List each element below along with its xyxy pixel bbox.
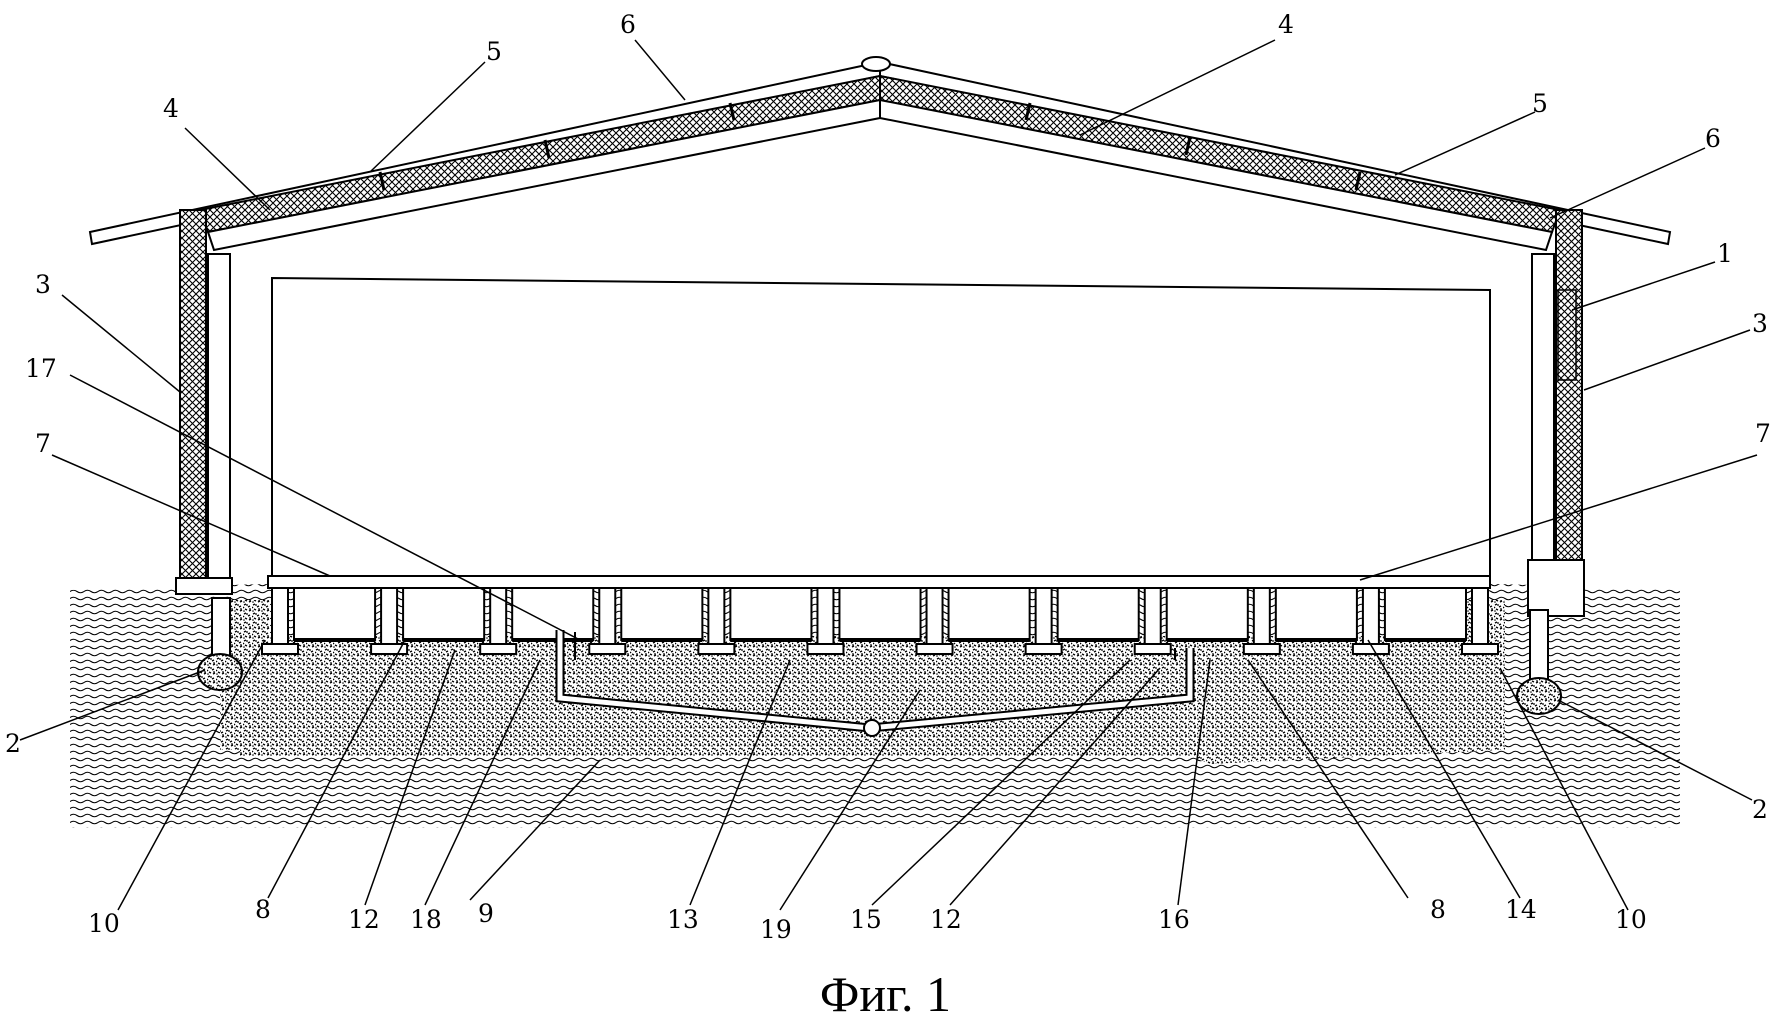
post-footing: [1461, 643, 1499, 655]
foundation-post: [925, 587, 944, 645]
label-pad-left: 12: [348, 905, 380, 934]
label-pad-right: 12: [930, 905, 962, 934]
wall-right-insulation: [1555, 209, 1583, 579]
floor-slab: [267, 575, 1491, 589]
label-roof-panel-left: 4: [163, 94, 179, 123]
roof-insulation-right: [879, 74, 1562, 234]
label-support-right: 10: [1615, 905, 1647, 934]
post-footing: [370, 643, 409, 655]
label-cell-left: 8: [255, 895, 271, 924]
foundation-post: [1471, 587, 1489, 645]
label-floor-beam-right: 7: [1755, 419, 1771, 448]
label-collector: 19: [760, 915, 792, 944]
label-wall-left: 3: [35, 270, 51, 299]
drain-left: [197, 597, 243, 691]
foundation-post: [380, 587, 399, 645]
label-soil: 9: [478, 899, 494, 928]
foundation-post: [1252, 587, 1271, 645]
foundation-cells: [261, 587, 1499, 655]
post-footing: [479, 643, 518, 655]
label-roof-joint-left: 5: [486, 37, 502, 66]
foundation-cell: [620, 587, 704, 641]
foundation-cell: [1056, 587, 1140, 641]
room-outline: [271, 276, 1491, 588]
label-support-left: 10: [88, 909, 120, 938]
wall-left-column: [207, 253, 231, 579]
foundation-cell: [293, 587, 377, 641]
post-footing: [915, 643, 954, 655]
post-footing: [261, 643, 299, 655]
foundation-cell: [402, 587, 486, 641]
roof-joints-right: [1024, 102, 1362, 191]
foundation-cell: [1274, 587, 1358, 641]
label-drain-left: 2: [5, 729, 21, 758]
label-outlet: 16: [1158, 905, 1190, 934]
foundation-post: [489, 587, 508, 645]
pipe-valve: [863, 719, 881, 737]
foundation-cell: [511, 587, 595, 641]
wall-left-base: [175, 577, 233, 595]
leader-lines: [19, 39, 1758, 911]
wall-right-panel: [1557, 289, 1577, 381]
foundation-post: [1143, 587, 1162, 645]
foundation-post: [271, 587, 289, 645]
ridge-cap: [861, 56, 891, 72]
post-footing: [806, 643, 845, 655]
label-roof-joint-right: 5: [1532, 89, 1548, 118]
wall-left-insulation: [179, 209, 207, 579]
post-footing: [1242, 643, 1281, 655]
wall-right-column: [1531, 253, 1555, 579]
roof-insulation-left: [198, 74, 881, 234]
post-footing: [697, 643, 736, 655]
drain-right: [1516, 609, 1562, 715]
label-floor-beam-left: 7: [35, 429, 51, 458]
label-roof-cover-right: 6: [1705, 124, 1721, 153]
label-pipe: 15: [850, 905, 882, 934]
gravel-upper: [268, 640, 1460, 690]
foundation-post: [707, 587, 726, 645]
label-wall-right: 3: [1752, 309, 1768, 338]
roof-panel-right: [879, 98, 1554, 252]
foundation-post: [816, 587, 835, 645]
label-post: 18: [410, 905, 442, 934]
label-roof-panel-right: 4: [1278, 10, 1294, 39]
roof-joints-left: [378, 102, 736, 191]
post-footing: [1024, 643, 1063, 655]
label-cell-right: 8: [1430, 895, 1446, 924]
foundation-cell: [947, 587, 1031, 641]
label-connector: 17: [25, 354, 57, 383]
foundation-cell: [1165, 587, 1249, 641]
foundation-post: [1034, 587, 1053, 645]
foundation-cell: [1383, 587, 1467, 641]
label-roof-cover-left: 6: [620, 10, 636, 39]
callout-labels: 4 5 6 4 5 6 1 3 3 17 7 7 2 2 10 8 12 18 …: [5, 10, 1771, 944]
roof-panel-left: [206, 98, 881, 252]
foundation-post: [1361, 587, 1380, 645]
figure-caption: Фиг. 1: [819, 966, 952, 1022]
wall-right-base: [1527, 559, 1585, 617]
foundation-cell: [838, 587, 922, 641]
foundation-cell: [729, 587, 813, 641]
label-block: 14: [1505, 895, 1537, 924]
post-footing: [588, 643, 627, 655]
label-wall-panel: 1: [1717, 239, 1733, 268]
label-drain-right: 2: [1752, 795, 1768, 824]
post-footing: [1133, 643, 1172, 655]
foundation-post: [598, 587, 617, 645]
label-backfill: 13: [667, 905, 699, 934]
